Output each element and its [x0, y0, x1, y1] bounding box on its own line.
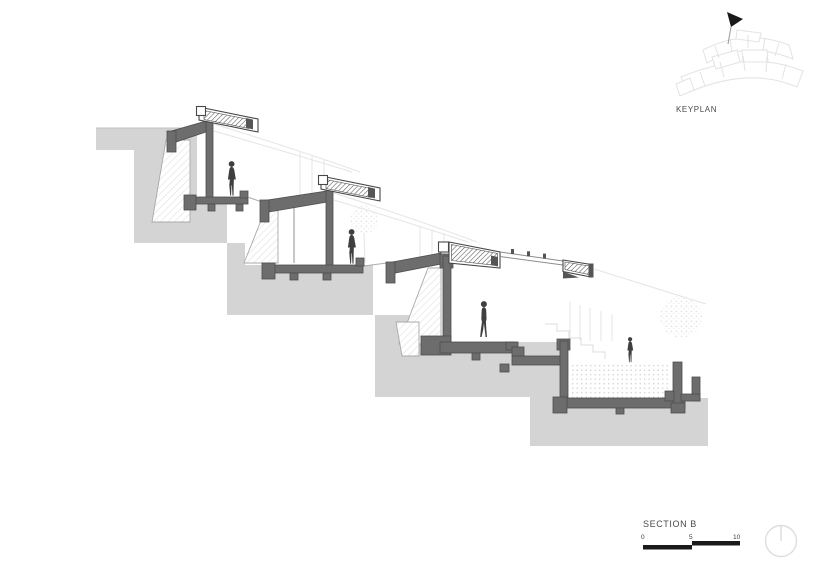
figure-woman-level2: [347, 229, 356, 264]
terrain-profile: [96, 128, 708, 446]
scalebar-tick-0: 0: [641, 534, 645, 541]
scalebar-tick-5: 5: [689, 534, 693, 541]
terrace-step: [664, 390, 675, 402]
roof-edge-cap: [588, 263, 594, 278]
roof-plane-line: [499, 256, 564, 266]
glass-line: [363, 262, 388, 267]
figure-man-level3: [480, 301, 487, 338]
north-flag-pole: [727, 26, 732, 45]
roof-edge-flip: [563, 271, 579, 279]
title-block: SECTION B 0 5 10: [641, 519, 798, 558]
beam-nib: [322, 272, 332, 281]
purlin-tick: [543, 253, 546, 259]
keyplan-block: [741, 49, 769, 63]
tree-sketch: [660, 296, 702, 338]
slab-end-block: [183, 194, 197, 211]
floor-slab-level3-lower: [511, 355, 563, 366]
figure-woman-level4: [627, 337, 634, 363]
wall-level3: [442, 255, 452, 345]
scalebar-segment-high: [692, 541, 740, 546]
truss-hatch-level1: [203, 110, 250, 129]
monitor-end-block: [246, 118, 253, 130]
footing-block: [670, 402, 686, 414]
stair-steps-beyond: [545, 323, 606, 359]
beam-nib: [289, 272, 299, 281]
beam-section: [317, 174, 329, 186]
keyplan-dividers: [699, 35, 787, 87]
cut-structure: [166, 119, 701, 415]
foundations: [151, 139, 442, 357]
stair-step: [511, 346, 525, 357]
beam-nib: [207, 203, 216, 212]
scalebar-tick-10: 10: [733, 534, 741, 541]
background-sketch: [213, 123, 707, 398]
roof-lip-level2: [259, 199, 270, 223]
keyplan-block: [711, 49, 741, 70]
floor-slab-level3-upper: [439, 341, 515, 354]
roof-plane-line: [499, 251, 564, 262]
north-flag-icon: [727, 12, 743, 27]
beam-section: [437, 241, 450, 253]
floor-slab-level2: [263, 264, 364, 274]
roof-monitors: [195, 105, 594, 279]
monitor-end-block: [368, 187, 375, 199]
floor-curb: [239, 190, 249, 199]
truss-hatch-level2: [325, 179, 372, 198]
beam-section: [195, 105, 207, 117]
ceiling-line-level2-a: [333, 192, 478, 243]
purlin-tick: [511, 249, 514, 254]
ceiling-line-level1-a: [213, 123, 361, 173]
roof-line-beyond-level3: [593, 268, 707, 305]
slab-end-block: [261, 262, 276, 280]
keyplan: KEYPLAN: [675, 12, 804, 114]
keyplan-label: KEYPLAN: [676, 105, 717, 114]
figure-woman-level1: [227, 161, 236, 196]
roof-lip-level1: [166, 130, 177, 153]
beam-nib: [615, 407, 625, 415]
ceiling-line-level2-b: [333, 199, 469, 243]
wall-level4: [559, 340, 569, 402]
beam-nib: [471, 352, 481, 361]
slab-end-block: [552, 396, 568, 414]
roof-lip-level3: [385, 261, 396, 284]
keyplan-block: [675, 77, 695, 97]
purlin-tick: [527, 251, 530, 257]
tree-sketch: [350, 206, 378, 234]
section-title: SECTION B: [643, 519, 697, 529]
parapet-horizontal: [680, 393, 701, 402]
footing-level3: [395, 321, 420, 357]
monitor-end-block: [491, 255, 498, 267]
wall-level2: [325, 189, 334, 268]
wall-level1: [205, 119, 214, 199]
terrace-paving-texture: [569, 362, 671, 398]
floor-curb: [355, 257, 365, 267]
tree-trunk: [363, 232, 366, 263]
keyplan-band-lower: [680, 60, 804, 94]
ceiling-line-level1-b: [213, 130, 353, 173]
beam-nib: [499, 363, 510, 373]
beam-nib: [235, 203, 244, 212]
scalebar-segment-low: [643, 545, 692, 550]
